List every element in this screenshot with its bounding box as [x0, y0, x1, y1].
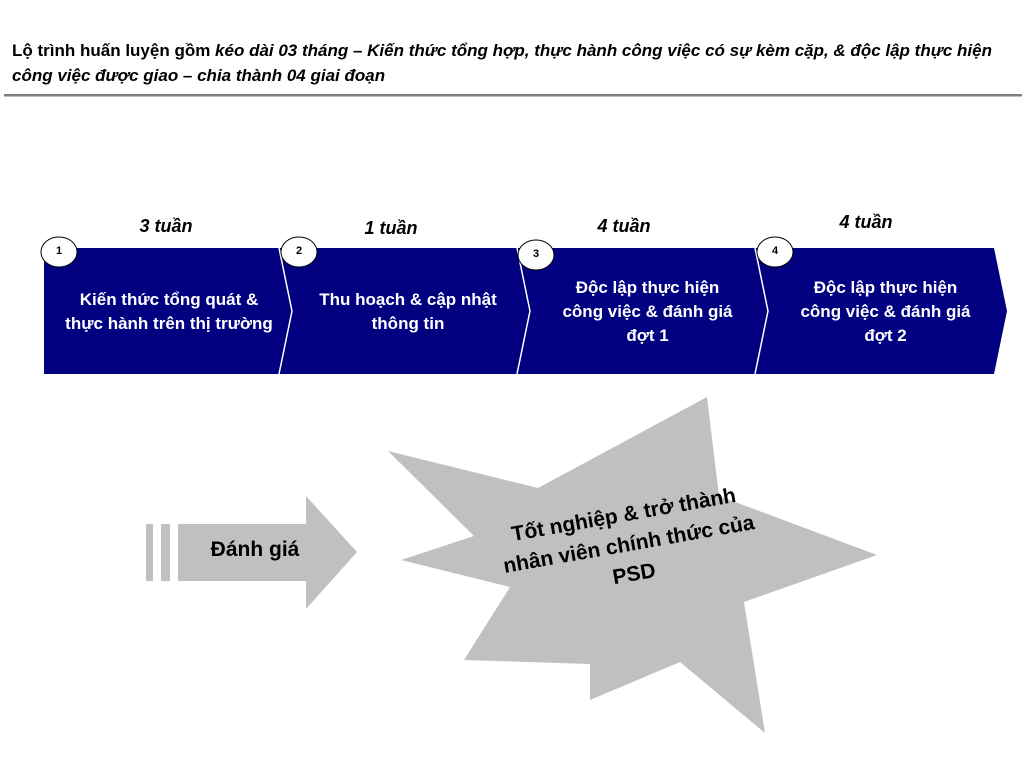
- title-divider: [4, 94, 1022, 97]
- graduation-burst: [388, 397, 877, 733]
- phase-2-number-circle: [280, 236, 318, 268]
- phase-3-number: 3: [532, 248, 540, 260]
- phase-3-duration: 4 tuần: [597, 216, 651, 236]
- title-prefix: Lộ trình huấn luyện gồm: [12, 41, 216, 60]
- slide-title: Lộ trình huấn luyện gồm kéo dài 03 tháng…: [12, 38, 1012, 88]
- phase-2-label: Thu hoạch & cập nhật thông tin: [319, 290, 497, 333]
- phase-1-chevron: [44, 248, 292, 374]
- phase-2-chevron: [279, 248, 530, 374]
- phase-3-number-circle: [517, 239, 555, 271]
- title-emphasis: kéo dài 03 tháng – Kiến thức tổng hợp, t…: [12, 41, 992, 85]
- phase-4-label: Độc lập thực hiện công việc & đánh giá đ…: [800, 278, 971, 345]
- phase-4-duration: 4 tuần: [839, 212, 893, 232]
- phase-2-number: 2: [295, 245, 303, 257]
- phase-3-label: Độc lập thực hiện công việc & đánh giá đ…: [562, 278, 733, 345]
- assessment-tail-stripe-1: [146, 524, 153, 581]
- phase-1-number: 1: [55, 245, 63, 257]
- phase-1-label: Kiến thức tổng quát & thực hành trên thị…: [65, 290, 273, 333]
- phase-2-duration: 1 tuần: [364, 218, 418, 238]
- assessment-tail-stripe-2: [161, 524, 170, 581]
- phase-separator-1: [278, 247, 293, 375]
- phase-separator-3: [754, 247, 769, 375]
- assessment-arrow: [178, 496, 357, 609]
- phase-3-chevron: [517, 248, 768, 374]
- assessment-label: Đánh giá: [210, 538, 300, 561]
- phase-4-chevron: [755, 248, 1007, 374]
- phase-1-number-circle: [40, 236, 78, 268]
- phase-4-number-circle: [756, 236, 794, 268]
- phase-separator-2: [516, 247, 531, 375]
- phase-4-number: 4: [771, 245, 779, 257]
- phase-1-duration: 3 tuần: [139, 216, 193, 236]
